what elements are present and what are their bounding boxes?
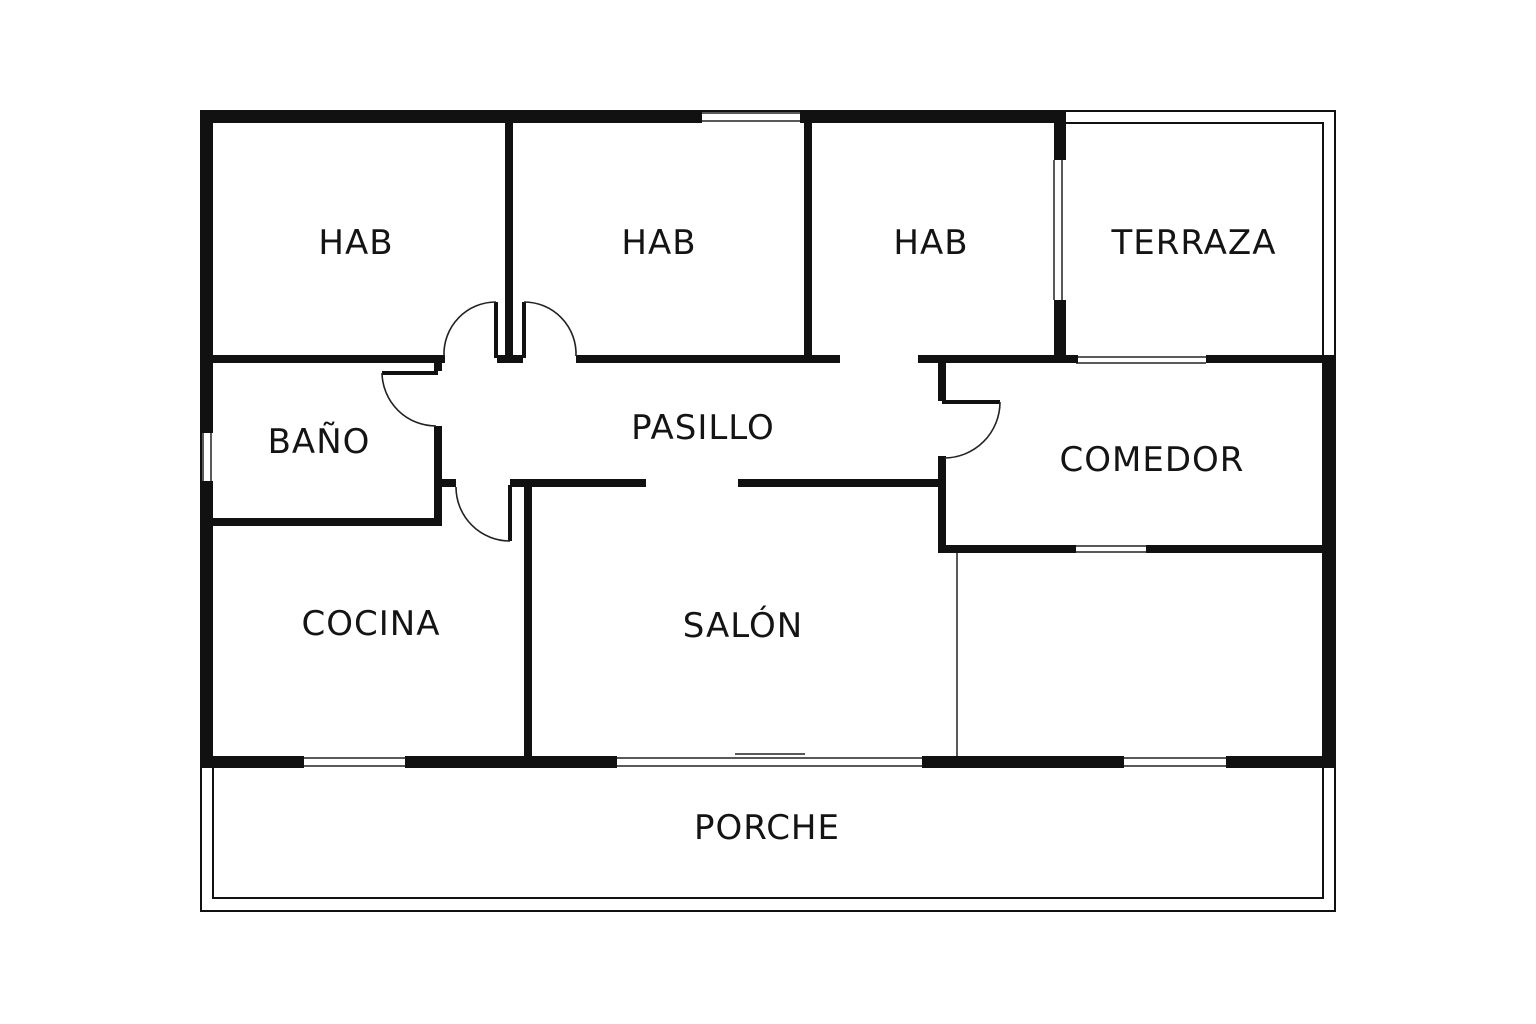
room-labels: HAB HAB HAB TERRAZA BAÑO PASILLO COMEDOR… <box>268 223 1277 848</box>
room-label-salon: SALÓN <box>683 605 803 646</box>
room-label-porche: PORCHE <box>694 808 840 848</box>
room-label-hab-1: HAB <box>318 223 393 263</box>
room-label-pasillo: PASILLO <box>631 408 775 448</box>
room-label-hab-2: HAB <box>621 223 696 263</box>
room-label-cocina: COCINA <box>302 604 441 644</box>
interior-walls <box>213 111 1334 756</box>
doors <box>381 301 1001 542</box>
room-label-bano: BAÑO <box>268 422 371 462</box>
room-label-terraza: TERRAZA <box>1111 223 1277 263</box>
room-label-hab-3: HAB <box>893 223 968 263</box>
windows <box>202 112 1226 767</box>
exterior-walls <box>201 111 1334 768</box>
room-label-comedor: COMEDOR <box>1060 440 1245 480</box>
